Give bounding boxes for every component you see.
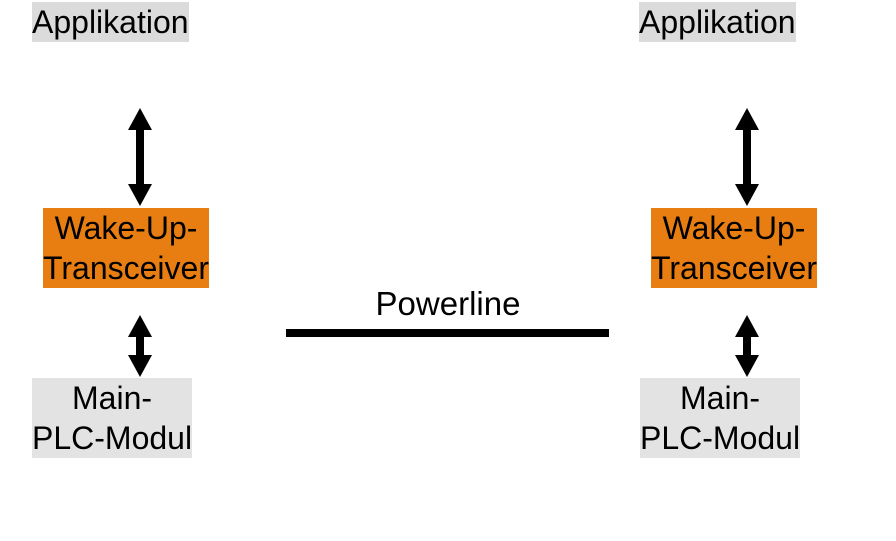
application-box-left: Applikation [32,2,189,42]
plc-module-label-line2-right: PLC-Modul [640,420,801,456]
main-plc-module-box-left: Main- PLC-Modul [32,378,193,458]
transceiver-label-line1-left: Wake-Up- [54,210,198,246]
powerline-connection-line [286,329,609,337]
transceiver-label-line1-right: Wake-Up- [662,210,806,246]
transceiver-label-line2-left: Transceiver [43,250,209,286]
transceiver-label-line2-right: Transceiver [651,250,817,286]
bidirectional-arrow-icon-transceiver-plc-right [735,315,759,377]
application-label-left: Applikation [32,4,189,40]
plc-module-label-line1-right: Main- [680,380,761,416]
application-box-right: Applikation [639,2,796,42]
bidirectional-arrow-icon-transceiver-plc-left [128,315,152,377]
application-label-right: Applikation [639,4,796,40]
bidirectional-arrow-icon-app-transceiver-right [735,108,759,206]
powerline-label: Powerline [375,285,521,322]
main-plc-module-box-right: Main- PLC-Modul [640,378,801,458]
plc-module-label-line2-left: PLC-Modul [32,420,193,456]
plc-module-label-line1-left: Main- [72,380,153,416]
wake-up-transceiver-box-right: Wake-Up- Transceiver [651,208,817,288]
wake-up-transceiver-box-left: Wake-Up- Transceiver [43,208,209,288]
bidirectional-arrow-icon-app-transceiver-left [128,108,152,206]
